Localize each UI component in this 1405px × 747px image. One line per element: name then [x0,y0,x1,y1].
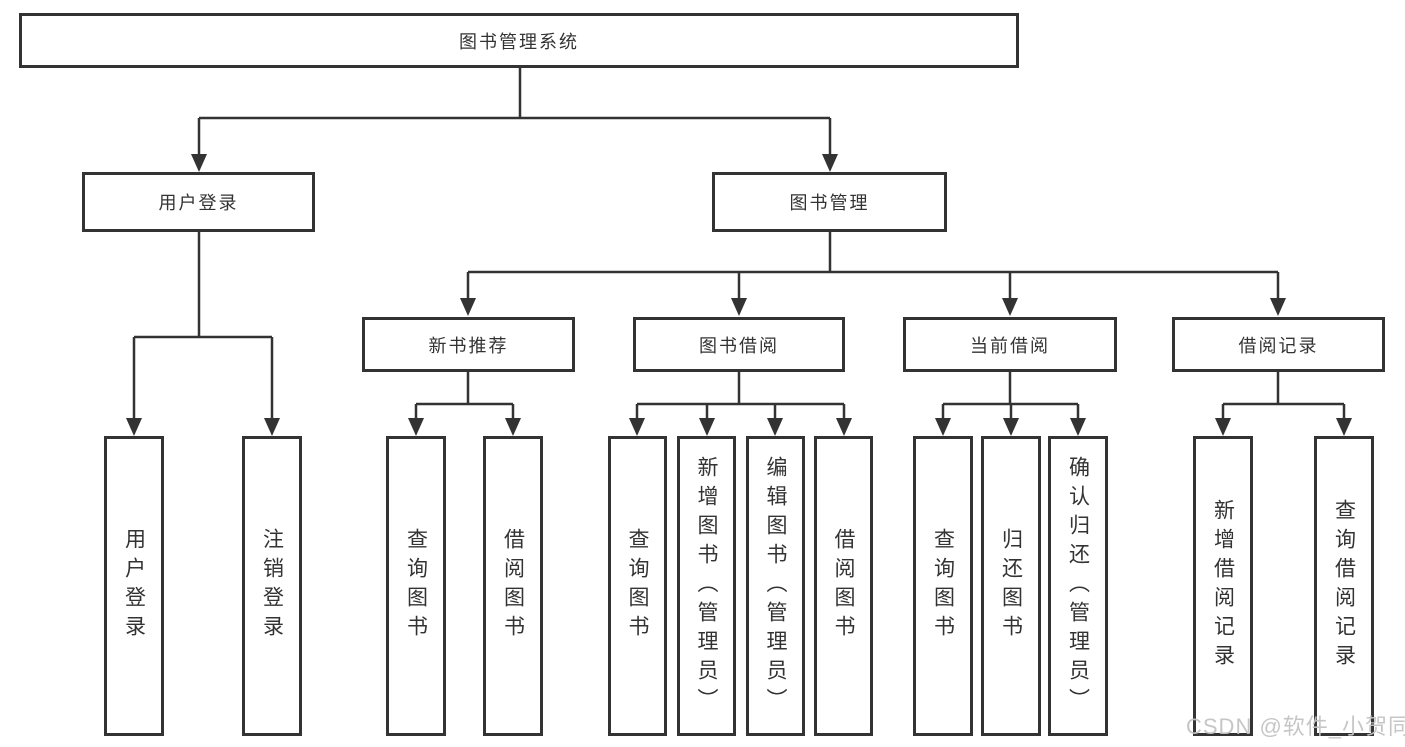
node-label: 用户登录 [122,528,146,644]
leaf-add-borrow-record: 新增借阅记录 [1193,436,1253,736]
node-label: 用户登录 [158,193,239,213]
leaf-borrow-books-1: 借阅图书 [483,436,543,736]
node-label: 图书借阅 [699,335,779,356]
node-label: 查询图书 [626,528,649,644]
leaf-user-login: 用户登录 [104,436,164,736]
node-library-system: 图书管理系统 [19,13,1019,68]
leaf-logout: 注销登录 [242,436,302,736]
leaf-edit-books-admin: 编辑图书（管理员） [746,436,805,736]
leaf-query-books-1: 查询图书 [386,436,446,736]
leaf-query-books-2: 查询图书 [608,436,667,736]
node-label: 归还图书 [999,528,1023,644]
node-label: 新书推荐 [428,335,509,356]
node-label: 编辑图书（管理员） [764,455,787,717]
node-label: 查询借阅记录 [1332,499,1356,673]
node-book-borrow: 图书借阅 [633,317,845,372]
node-label: 注销登录 [260,528,284,644]
node-borrow-records: 借阅记录 [1172,317,1385,372]
node-label: 新增借阅记录 [1211,499,1235,673]
arrowheads [126,154,1352,436]
node-new-book-recommend: 新书推荐 [362,317,575,372]
node-label: 查询图书 [404,528,428,644]
node-book-management-branch: 图书管理 [712,172,947,232]
node-label: 借阅记录 [1238,335,1319,356]
node-user-login-branch: 用户登录 [82,172,315,232]
node-label: 查询图书 [931,528,955,644]
leaf-confirm-return-admin: 确认归还（管理员） [1048,436,1108,736]
node-label: 借阅图书 [501,528,525,644]
node-label: 图书管理系统 [459,31,579,52]
node-label: 借阅图书 [832,528,855,644]
node-label: 新增图书（管理员） [695,455,718,717]
leaf-query-borrow-record: 查询借阅记录 [1314,436,1374,736]
leaf-add-books-admin: 新增图书（管理员） [677,436,736,736]
leaf-borrow-books-2: 借阅图书 [814,436,873,736]
node-label: 确认归还（管理员） [1066,455,1090,717]
node-label: 图书管理 [789,193,870,213]
leaf-query-books-3: 查询图书 [913,436,973,736]
node-current-borrow: 当前借阅 [903,317,1117,372]
csdn-watermark: CSDN @软件_小贺同学 [1186,714,1405,739]
node-label: 当前借阅 [970,335,1050,356]
leaf-return-books: 归还图书 [981,436,1041,736]
